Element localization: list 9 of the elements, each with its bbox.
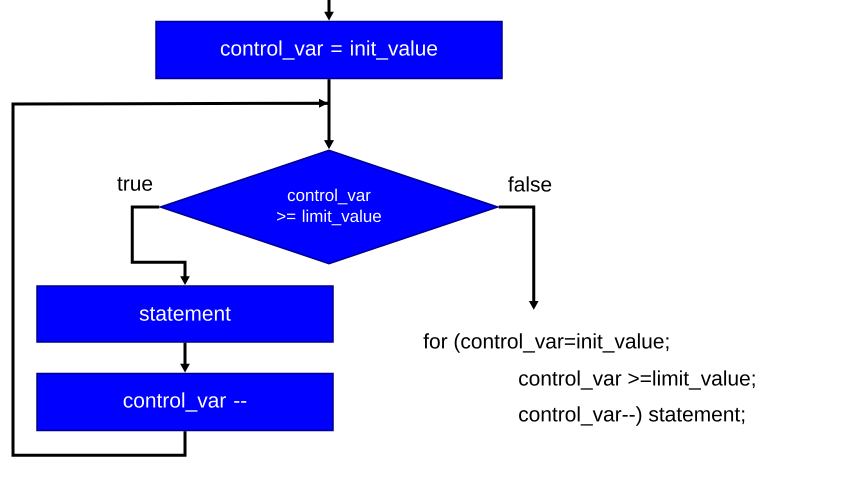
process-box: statement: [36, 285, 334, 343]
process-box: control_var --: [36, 372, 334, 432]
code-line: control_var >=limit_value;: [519, 370, 755, 390]
code-line: control_var--) statement;: [519, 406, 744, 426]
edge-label: true: [116, 176, 154, 192]
process-box: control_var = init_value: [155, 20, 503, 80]
arrow: [12, 98, 334, 457]
edge-label: false: [506, 175, 554, 193]
code-line: for (control_var=init_value;: [424, 333, 668, 353]
